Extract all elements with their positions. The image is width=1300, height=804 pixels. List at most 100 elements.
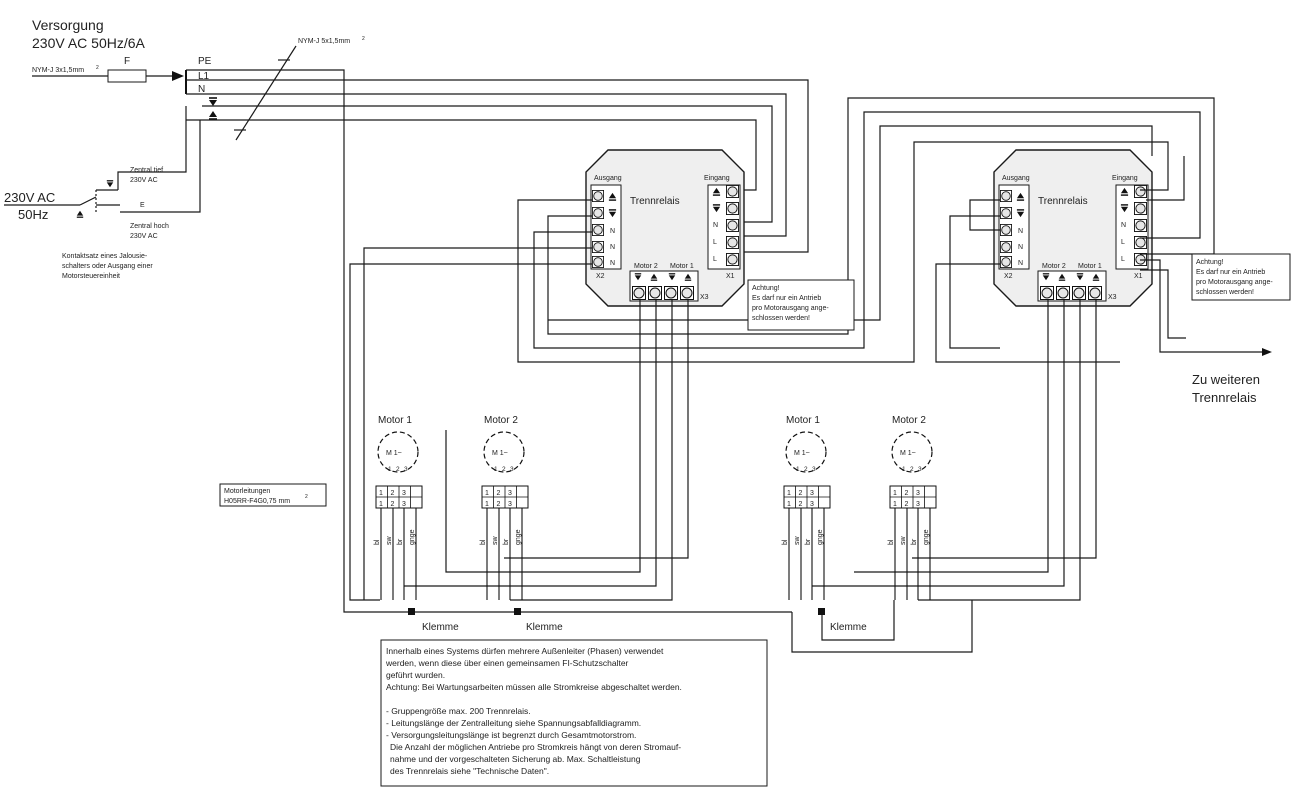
warning-2: Achtung! Es darf nur ein Antrieb pro Mot…	[1191, 253, 1291, 301]
warning-1: Achtung! Es darf nur ein Antrieb pro Mot…	[747, 279, 855, 331]
right-motor-1-bot-pin1: 1	[787, 501, 791, 508]
right-motor-1-pin3: 3	[812, 466, 816, 473]
left-motor-1-pin2: 2	[396, 466, 400, 473]
right-motor-2-pin3: 3	[918, 466, 922, 473]
right-motor-2-bot-pin2: 2	[905, 501, 909, 508]
switch-voltage: 230V AC	[4, 190, 55, 205]
note-line-5: - Gruppengröße max. 200 Trennrelais.	[386, 706, 531, 716]
switch-frequency: 50Hz	[18, 207, 48, 222]
warning-1-line1: Achtung!	[752, 285, 780, 292]
left-motor-2-wire_gnge: gnge	[515, 529, 522, 545]
switch-note-1: Kontaktsatz eines Jalousie-	[62, 253, 148, 260]
right-motor-1-wire_br: br	[805, 538, 812, 545]
left-motor-2-top-pin3: 3	[508, 490, 512, 497]
left-motor-1-bot-pin2: 2	[391, 501, 395, 508]
right-motor-2-wire_sw: sw	[900, 536, 907, 546]
relay-2: Ausgang Eingang Trennrelais N N N X2 N L…	[993, 149, 1153, 307]
relay-1-x3: X3	[700, 294, 709, 301]
relay-2-out-n2: N	[1018, 244, 1023, 251]
relay-1-in-l1: L	[713, 239, 717, 246]
left-motor-2-bot-pin1: 1	[485, 501, 489, 508]
right-motor-2-wire_gnge: gnge	[923, 529, 930, 545]
right-motor-1-bot-pin2: 2	[799, 501, 803, 508]
right-motor-1-top-pin1: 1	[787, 490, 791, 497]
switch-note-3: Motorsteuereinheit	[62, 273, 120, 280]
right-motor-1-wire_bl: bl	[782, 539, 789, 545]
relay-2-x2: X2	[1004, 273, 1013, 280]
warning-1-line4: schlossen werden!	[752, 315, 810, 322]
right-motor-2-symbol	[891, 431, 933, 473]
right-motor-2-top-pin3: 3	[916, 490, 920, 497]
warning-1-line3: pro Motorausgang ange-	[752, 305, 829, 312]
warning-2-line1: Achtung!	[1196, 259, 1224, 266]
left-motor-1-wire_sw: sw	[386, 536, 393, 546]
central-down-label: Zentral tief	[130, 167, 163, 174]
relay-1-title: Trennrelais	[630, 196, 680, 207]
right-motor-1-wire_sw: sw	[794, 536, 801, 546]
clamp-label-1: Klemme	[422, 622, 459, 633]
relay-1-out-n2: N	[610, 244, 615, 251]
supply-section: Versorgung 230V AC 50Hz/6A NYM-J 3x1,5mm…	[32, 17, 365, 141]
relay-1-out-n3: N	[610, 260, 615, 267]
relay-1-x2: X2	[596, 273, 605, 280]
note-line-10: des Trennrelais siehe "Technische Daten"…	[390, 766, 549, 776]
right-motor-2-wire_br: br	[911, 538, 918, 545]
note-line-2: werden, wenn diese über einen gemeinsame…	[385, 658, 629, 668]
fuse-symbol	[107, 69, 147, 83]
relay-1-in-n: N	[713, 222, 718, 229]
note-line-7: - Versorgungsleitungslänge ist begrenzt …	[386, 730, 636, 740]
right-motor-1-m-label: M 1~	[794, 450, 810, 457]
motor-cable-line1: Motorleitungen	[224, 488, 270, 495]
left-motor-1-label: Motor 1	[378, 415, 412, 426]
right-motor-2-wire_bl: bl	[888, 539, 895, 545]
note-line-6: - Leitungslänge der Zentralleitung siehe…	[386, 718, 641, 728]
left-motor-2-pin2: 2	[502, 466, 506, 473]
right-motor-2-label: Motor 2	[892, 415, 926, 426]
note-line-1: Innerhalb eines Systems dürfen mehrere A…	[386, 646, 664, 656]
switch-down-icon	[106, 180, 114, 188]
left-motor-2-wire_br: br	[503, 538, 510, 545]
relay-1-out-n1: N	[610, 228, 615, 235]
relay-2-in-l1: L	[1121, 239, 1125, 246]
clamps: Klemme Klemme Klemme	[408, 608, 867, 633]
further-arrow-icon	[1262, 348, 1272, 356]
right-motor-2-top-pin2: 2	[905, 490, 909, 497]
supply-title: Versorgung	[32, 17, 104, 33]
switch-note-2: schalters oder Ausgang einer	[62, 263, 153, 270]
relay-1: Ausgang Eingang Trennrelais N N N X2 N L…	[585, 149, 745, 307]
right-motor-2-bot-pin1: 1	[893, 501, 897, 508]
right-motor-2-bot-pin3: 3	[916, 501, 920, 508]
left-motor-1-wire_bl: bl	[374, 539, 381, 545]
relay-2-motor2: Motor 2	[1042, 263, 1066, 270]
l1-label: L1	[198, 71, 210, 82]
down-arrow-icon	[208, 97, 218, 107]
fuse-label: F	[124, 56, 130, 67]
left-motor-2-bot-pin2: 2	[497, 501, 501, 508]
motor-cable-line2: H05RR-F4G0,75 mm	[224, 498, 290, 505]
left-motor-2-label: Motor 2	[484, 415, 518, 426]
left-motor-2-pin3: 3	[510, 466, 514, 473]
further-relays-line2: Trennrelais	[1192, 390, 1257, 405]
left-motor-2-pin1: 1	[494, 466, 498, 473]
left-motor-2-symbol	[483, 431, 525, 473]
supply-rating: 230V AC 50Hz/6A	[32, 35, 146, 51]
motor-cable-sup: 2	[305, 494, 308, 500]
right-motor-1-top-pin3: 3	[810, 490, 814, 497]
relay-1-input-title: Eingang	[704, 175, 730, 182]
cable-5x-label: NYM-J 5x1,5mm	[298, 38, 350, 45]
relay-2-x1: X1	[1134, 273, 1143, 280]
relay-2-out-n3: N	[1018, 260, 1023, 267]
relay-2-motor1: Motor 1	[1078, 263, 1102, 270]
relay-1-x1: X1	[726, 273, 735, 280]
left-motor-1-top-pin1: 1	[379, 490, 383, 497]
left-motor-1-m-label: M 1~	[386, 450, 402, 457]
left-motor-1-wire_gnge: gnge	[409, 529, 416, 545]
relay-2-out-n1: N	[1018, 228, 1023, 235]
right-motor-2-m-label: M 1~	[900, 450, 916, 457]
left-motor-2-top-pin2: 2	[497, 490, 501, 497]
central-up-voltage: 230V AC	[130, 233, 158, 240]
relay-1-in-l2: L	[713, 256, 717, 263]
